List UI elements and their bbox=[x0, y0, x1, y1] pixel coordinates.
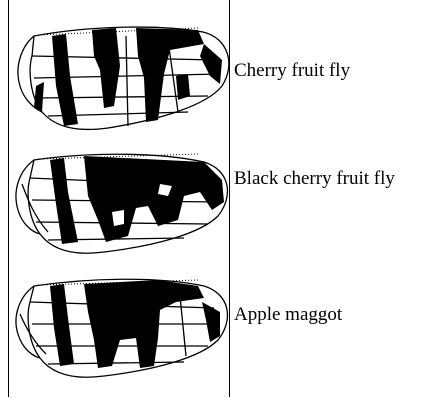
wing-band bbox=[200, 44, 222, 84]
apple-maggot-wing bbox=[8, 268, 230, 388]
label-cherry-fruit-fly: Cherry fruit fly bbox=[234, 60, 350, 82]
wing-band bbox=[84, 156, 224, 242]
wing-band bbox=[202, 302, 220, 342]
cherry-fruit-fly-wing bbox=[8, 16, 230, 136]
wing-band bbox=[52, 34, 78, 126]
wing-band bbox=[176, 74, 190, 100]
wing-band bbox=[92, 28, 120, 108]
label-apple-maggot: Apple maggot bbox=[234, 304, 342, 326]
wing-band bbox=[50, 284, 74, 366]
black-cherry-fruit-fly-wing bbox=[8, 140, 230, 260]
label-black-cherry-fruit-fly: Black cherry fruit fly bbox=[234, 168, 395, 190]
